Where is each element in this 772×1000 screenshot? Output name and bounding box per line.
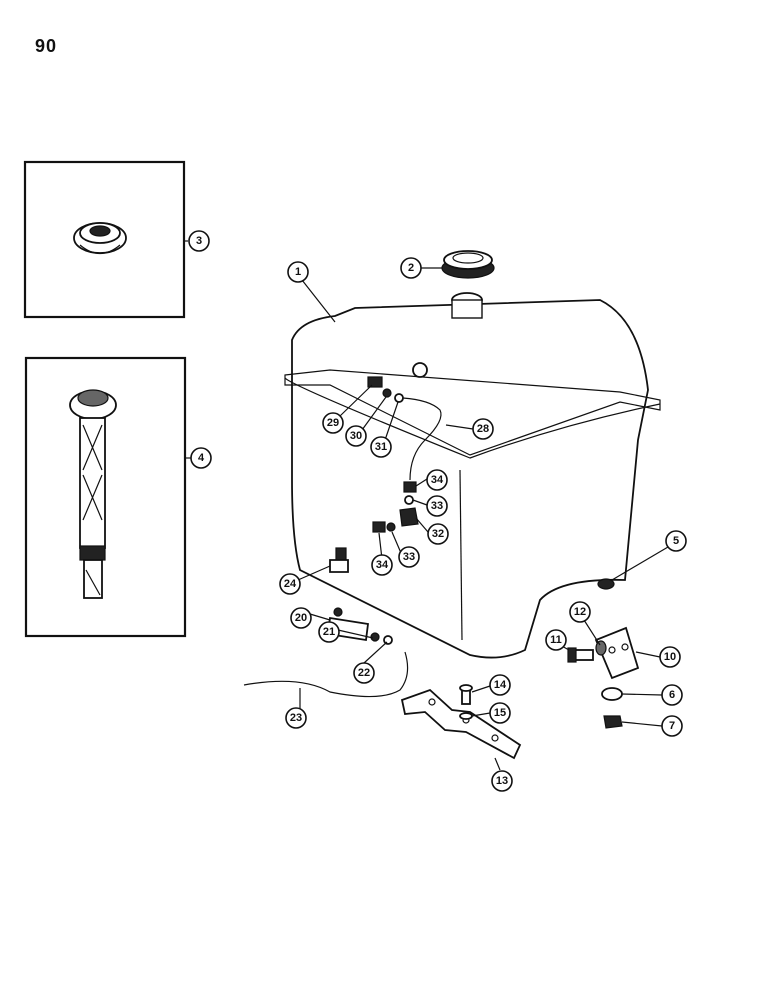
callout-13: 13 — [491, 770, 513, 792]
svg-text:14: 14 — [494, 679, 507, 691]
svg-text:13: 13 — [496, 775, 508, 787]
inset-box-gauge-cap — [23, 160, 186, 319]
callout-14: 14 — [489, 674, 511, 696]
callout-2: 2 — [400, 257, 422, 279]
elbow-fitting — [329, 547, 349, 573]
callout-30: 30 — [345, 425, 367, 447]
svg-text:20: 20 — [295, 612, 307, 624]
callout-21: 21 — [318, 621, 340, 643]
flat-washer — [601, 687, 623, 701]
svg-text:28: 28 — [477, 423, 489, 435]
svg-text:23: 23 — [290, 712, 302, 724]
callout-6: 6 — [661, 684, 683, 706]
callout-33-upper: 33 — [426, 495, 448, 517]
svg-text:12: 12 — [574, 606, 586, 618]
callout-1: 1 — [287, 261, 309, 283]
svg-text:29: 29 — [327, 417, 339, 429]
svg-text:7: 7 — [669, 720, 675, 732]
svg-text:5: 5 — [673, 535, 679, 547]
svg-text:33: 33 — [403, 551, 415, 563]
callout-31: 31 — [370, 436, 392, 458]
svg-text:10: 10 — [664, 651, 676, 663]
svg-text:6: 6 — [669, 689, 675, 701]
callout-10: 10 — [659, 646, 681, 668]
callout-29: 29 — [322, 412, 344, 434]
callout-24: 24 — [279, 573, 301, 595]
callout-34-lower: 34 — [371, 554, 393, 576]
hex-nut — [603, 715, 623, 729]
callout-23: 23 — [285, 707, 307, 729]
filler-cap — [441, 250, 495, 279]
svg-text:1: 1 — [295, 266, 301, 278]
mounting-strap — [400, 684, 522, 760]
callout-11: 11 — [545, 629, 567, 651]
page-number: 90 — [35, 36, 58, 56]
callout-12: 12 — [569, 601, 591, 623]
svg-text:32: 32 — [432, 528, 444, 540]
svg-text:15: 15 — [494, 707, 506, 719]
inset-box-sender-unit — [24, 356, 187, 638]
callout-34-upper: 34 — [426, 469, 448, 491]
svg-text:22: 22 — [358, 667, 370, 679]
svg-text:34: 34 — [376, 559, 389, 571]
bracket — [567, 626, 640, 680]
callout-20: 20 — [290, 607, 312, 629]
svg-text:30: 30 — [350, 430, 362, 442]
svg-text:21: 21 — [323, 626, 335, 638]
callout-15: 15 — [489, 702, 511, 724]
fuel-hose — [243, 651, 409, 698]
callout-5: 5 — [665, 530, 687, 552]
callout-28: 28 — [472, 418, 494, 440]
callout-7: 7 — [661, 715, 683, 737]
callout-32: 32 — [427, 523, 449, 545]
fuel-line-fittings — [367, 376, 442, 533]
svg-text:2: 2 — [408, 262, 414, 274]
svg-text:11: 11 — [550, 634, 562, 646]
callout-22: 22 — [353, 662, 375, 684]
leader-lines — [185, 240, 669, 771]
svg-text:34: 34 — [431, 474, 444, 486]
svg-text:4: 4 — [198, 452, 205, 464]
fuel-tank — [284, 292, 661, 659]
svg-text:24: 24 — [284, 578, 297, 590]
svg-text:3: 3 — [196, 235, 202, 247]
callout-33-lower: 33 — [398, 546, 420, 568]
callout-3: 3 — [188, 230, 210, 252]
svg-text:31: 31 — [375, 441, 387, 453]
callout-4: 4 — [190, 447, 212, 469]
svg-text:33: 33 — [431, 500, 443, 512]
drain-plug — [597, 578, 615, 590]
